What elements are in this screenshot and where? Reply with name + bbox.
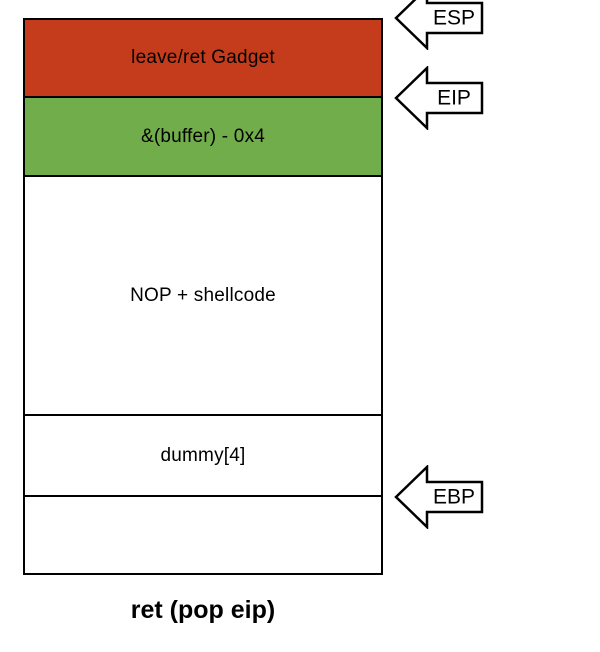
esp-register-label: ESP xyxy=(433,7,475,30)
esp-pointer-arrow-icon: ESP xyxy=(394,0,484,50)
stack-segment-dummy: dummy[4] xyxy=(25,416,381,497)
left-block-arrow-shape xyxy=(394,0,484,50)
ebp-register-label: EBP xyxy=(433,486,475,509)
stack-segment-empty xyxy=(25,497,381,573)
stack-segment-nop-shellcode: NOP + shellcode xyxy=(25,177,381,416)
stack-segment-buffer-address: &(buffer) - 0x4 xyxy=(25,98,381,177)
left-block-arrow-shape xyxy=(394,66,484,130)
stack-segment-label: dummy[4] xyxy=(160,444,246,466)
ebp-pointer-arrow-icon: EBP xyxy=(394,465,484,529)
diagram-caption: ret (pop eip) xyxy=(130,596,276,624)
stack-frame-box: leave/ret Gadget &(buffer) - 0x4 NOP + s… xyxy=(23,18,383,575)
stack-segment-label: leave/ret Gadget xyxy=(131,47,275,68)
left-block-arrow-shape xyxy=(394,465,484,529)
stack-segment-label: NOP + shellcode xyxy=(130,284,276,306)
stack-segment-label: &(buffer) - 0x4 xyxy=(140,125,266,147)
stack-segment-leave-ret-gadget: leave/ret Gadget xyxy=(25,20,381,98)
eip-pointer-arrow-icon: EIP xyxy=(394,66,484,130)
eip-register-label: EIP xyxy=(437,87,471,110)
